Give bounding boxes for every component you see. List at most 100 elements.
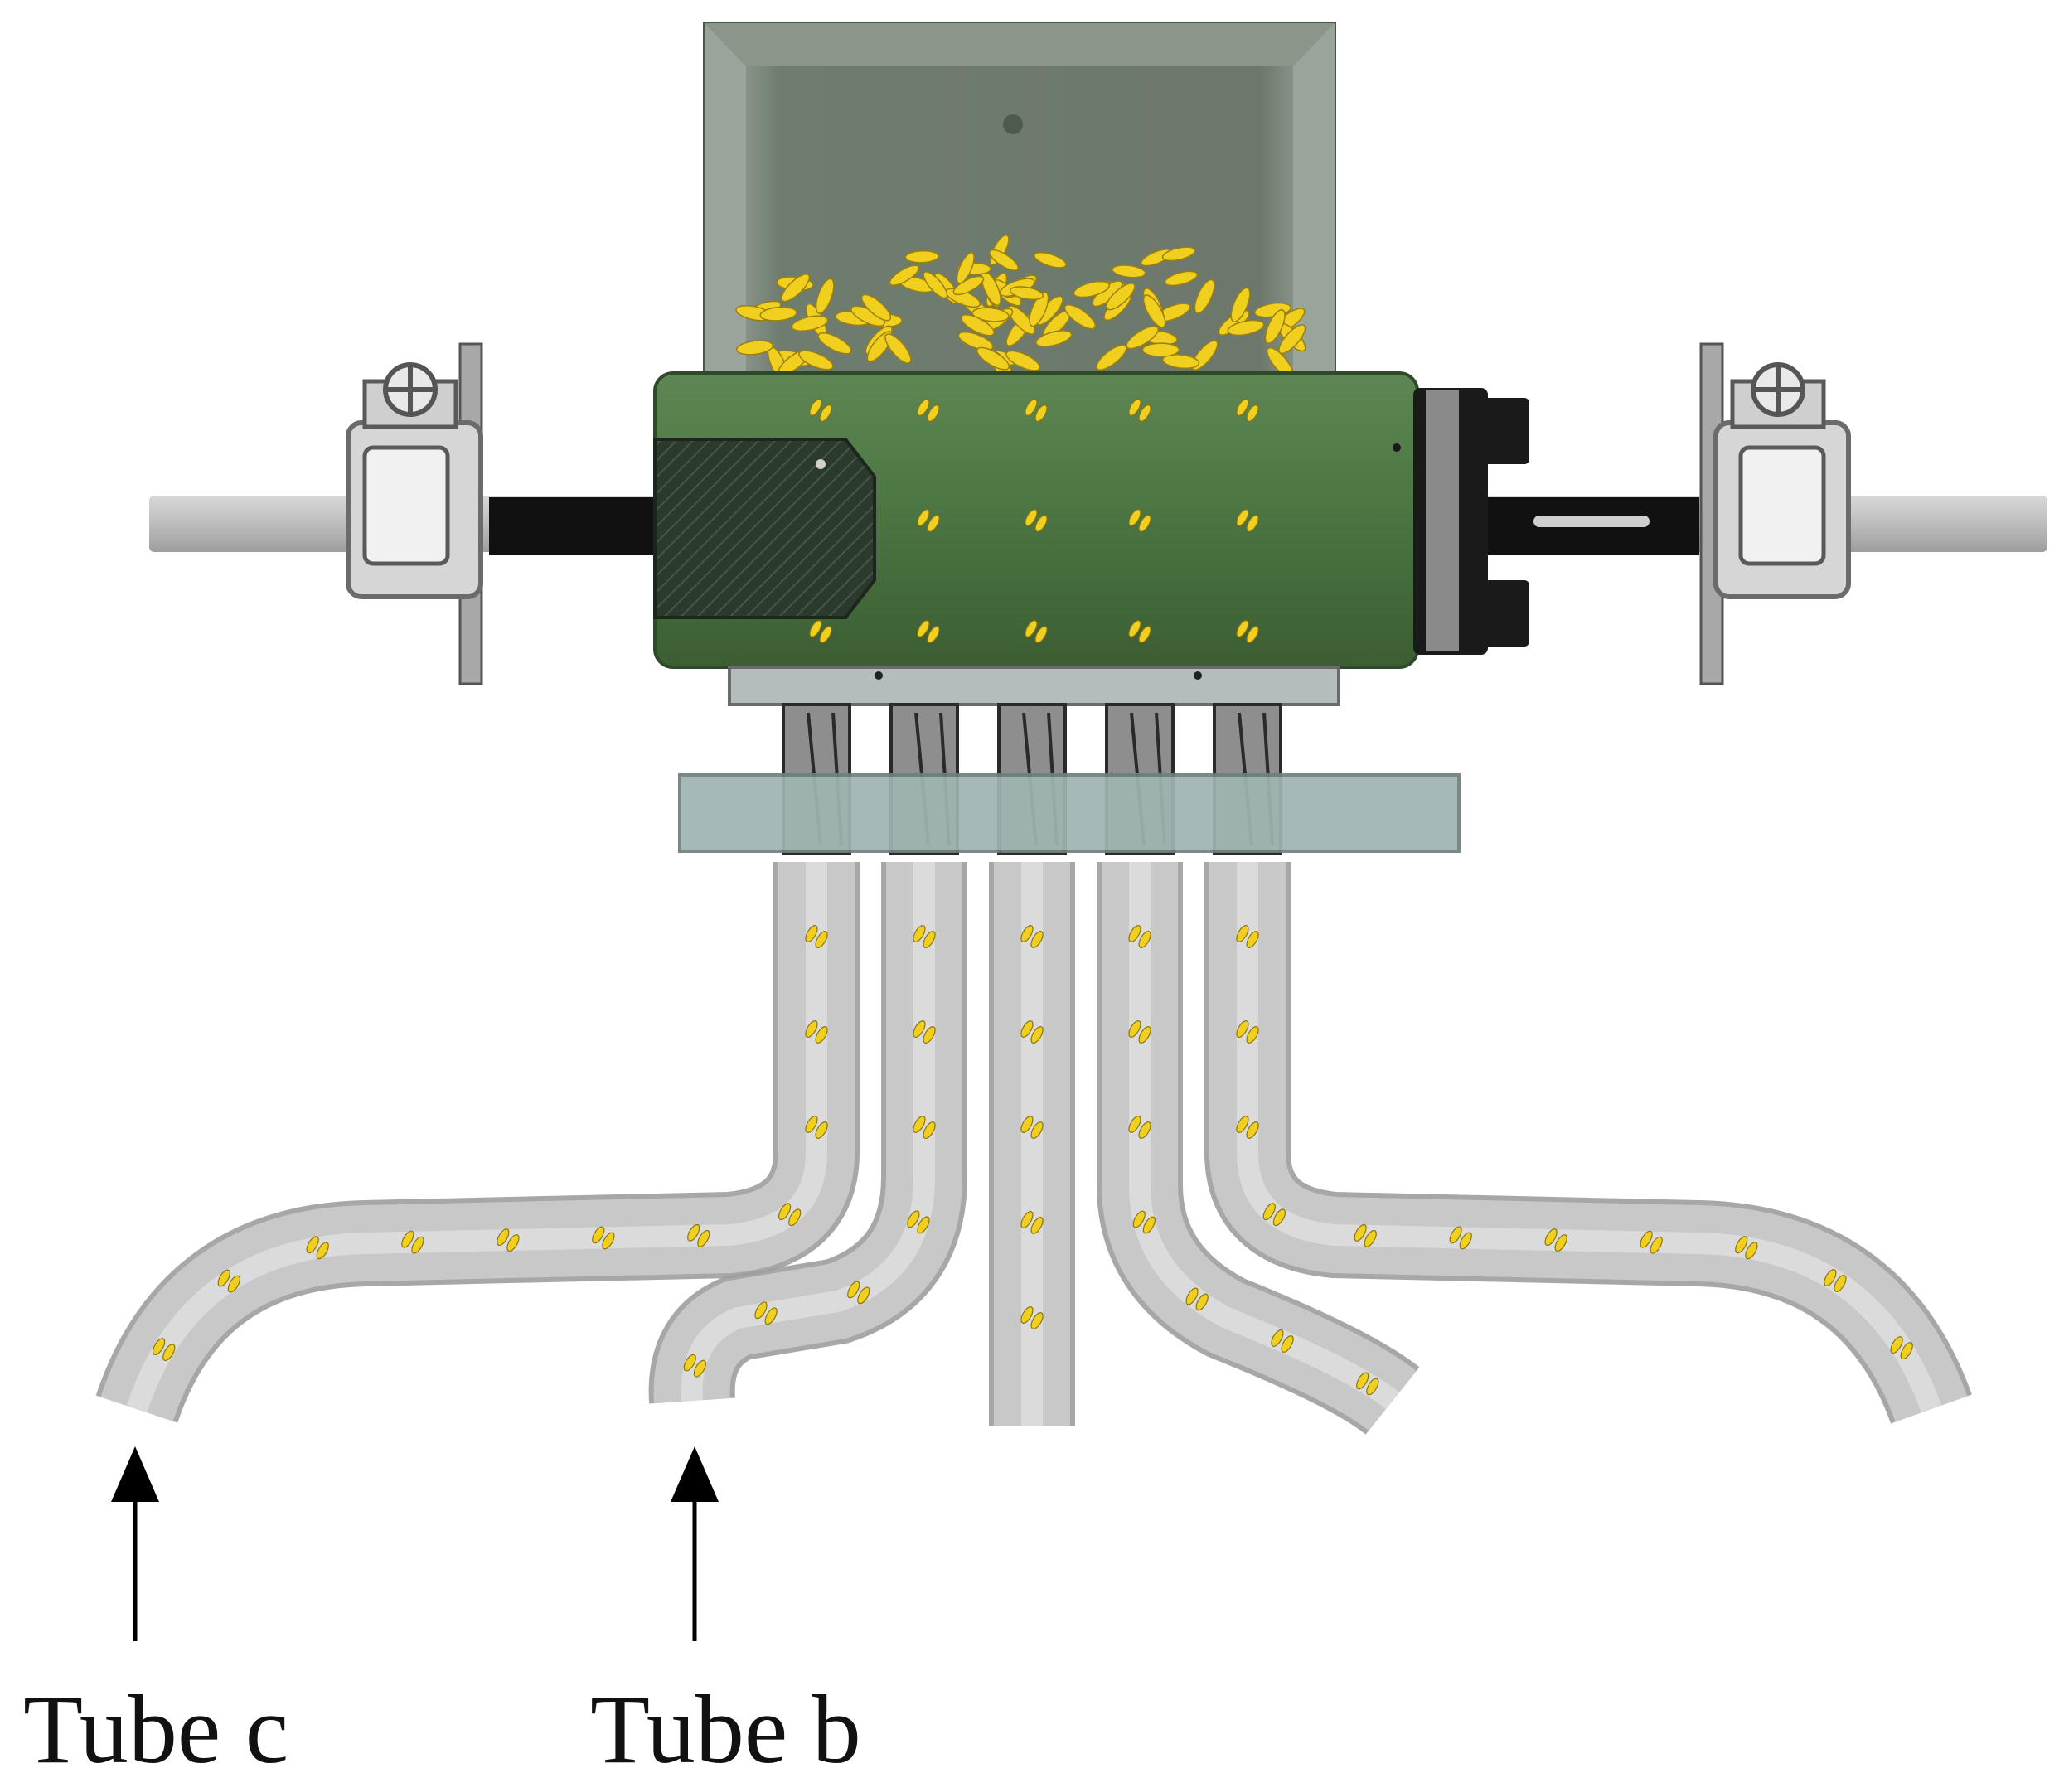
seed	[1141, 342, 1180, 357]
seed	[306, 1236, 319, 1254]
seed	[1010, 286, 1044, 301]
seed	[952, 275, 985, 296]
seed	[1246, 1121, 1259, 1139]
delivery-tubes	[95, 862, 1972, 1436]
seed-pair	[683, 1354, 706, 1378]
seed	[904, 250, 940, 264]
seed	[884, 333, 912, 364]
seed	[778, 1203, 792, 1221]
seed-pair	[217, 1269, 241, 1293]
seed-pair	[809, 620, 832, 643]
seed-pair	[913, 1116, 936, 1139]
seed	[1034, 626, 1048, 643]
seed	[1034, 404, 1048, 422]
seed	[819, 404, 832, 422]
seed-pair	[1128, 509, 1151, 532]
seed	[1030, 1026, 1044, 1044]
seed	[1132, 1210, 1146, 1228]
seed	[1900, 1342, 1913, 1360]
seed	[1112, 264, 1146, 278]
seed	[1142, 1216, 1156, 1234]
seed-pair	[1640, 1230, 1663, 1254]
tube-c-label: Tube c	[23, 1675, 289, 1784]
seed-pair	[1236, 925, 1259, 948]
seed-pair	[153, 1338, 176, 1362]
seed-pair	[1132, 1210, 1156, 1234]
support-bar	[678, 773, 1461, 853]
seed	[1034, 251, 1067, 269]
seed	[1194, 278, 1215, 314]
seed	[1138, 1121, 1151, 1139]
seed	[153, 1338, 166, 1356]
seed	[1890, 1336, 1903, 1354]
seed	[1025, 509, 1038, 526]
seed	[923, 1026, 936, 1044]
seed-pair	[1356, 1372, 1379, 1396]
seed	[1138, 626, 1151, 643]
seed-pair	[306, 1236, 329, 1260]
seed-pair	[913, 925, 936, 948]
seed-pair	[592, 1226, 615, 1250]
seed-pair	[1236, 509, 1259, 532]
seed	[1227, 319, 1265, 337]
seed	[1128, 399, 1141, 416]
seed	[1230, 287, 1251, 323]
seed	[917, 620, 930, 637]
seed	[1554, 1234, 1567, 1252]
seed	[989, 249, 1020, 272]
tube-seeds	[153, 925, 1913, 1396]
seed	[1246, 515, 1259, 532]
seed-pair	[401, 1230, 424, 1254]
seed	[927, 404, 940, 422]
seed	[1030, 1312, 1044, 1329]
seed	[1029, 291, 1049, 327]
seed-pair	[809, 399, 832, 422]
seed-pair	[1890, 1336, 1913, 1360]
seed	[1128, 925, 1141, 942]
seed	[976, 346, 1010, 371]
seed	[683, 1354, 696, 1372]
seed	[1025, 620, 1038, 637]
seed	[754, 1301, 768, 1320]
seed	[1236, 1116, 1249, 1133]
seed	[1025, 399, 1038, 416]
seed	[1128, 1116, 1141, 1133]
seed-pair	[917, 620, 940, 643]
seed	[602, 1232, 615, 1250]
seed-pair	[1262, 1203, 1286, 1227]
seed	[697, 1229, 710, 1247]
seed	[1007, 305, 1036, 335]
seed	[1030, 931, 1044, 948]
seed	[1020, 1020, 1034, 1038]
seed-pair	[1824, 1269, 1847, 1292]
seed-pair	[1236, 1020, 1259, 1044]
seed-pair	[847, 1281, 870, 1305]
seed	[1126, 325, 1160, 350]
seed	[805, 925, 818, 942]
seed	[1281, 1335, 1294, 1353]
seed-pair	[913, 1020, 936, 1044]
seed-pair	[1236, 1116, 1259, 1139]
seed	[1246, 931, 1259, 948]
seed-pair	[1025, 399, 1048, 422]
seed	[735, 340, 774, 356]
seed	[923, 1121, 936, 1139]
seed	[913, 1020, 926, 1038]
seed-pair	[687, 1223, 710, 1247]
seed	[960, 313, 995, 337]
seed-pair	[1735, 1236, 1758, 1260]
seed-pair	[907, 1210, 930, 1234]
seed	[1246, 1026, 1259, 1044]
seed-pair	[1128, 1116, 1151, 1139]
seed-pair	[1020, 1211, 1044, 1234]
seed-pair	[1449, 1226, 1472, 1250]
seed	[819, 626, 832, 643]
seed	[759, 306, 797, 322]
seed-pair	[917, 509, 940, 532]
seed	[1142, 294, 1166, 328]
seed	[957, 331, 994, 351]
seed	[1105, 283, 1136, 311]
seed	[1138, 404, 1151, 422]
seed-pair	[917, 399, 940, 422]
